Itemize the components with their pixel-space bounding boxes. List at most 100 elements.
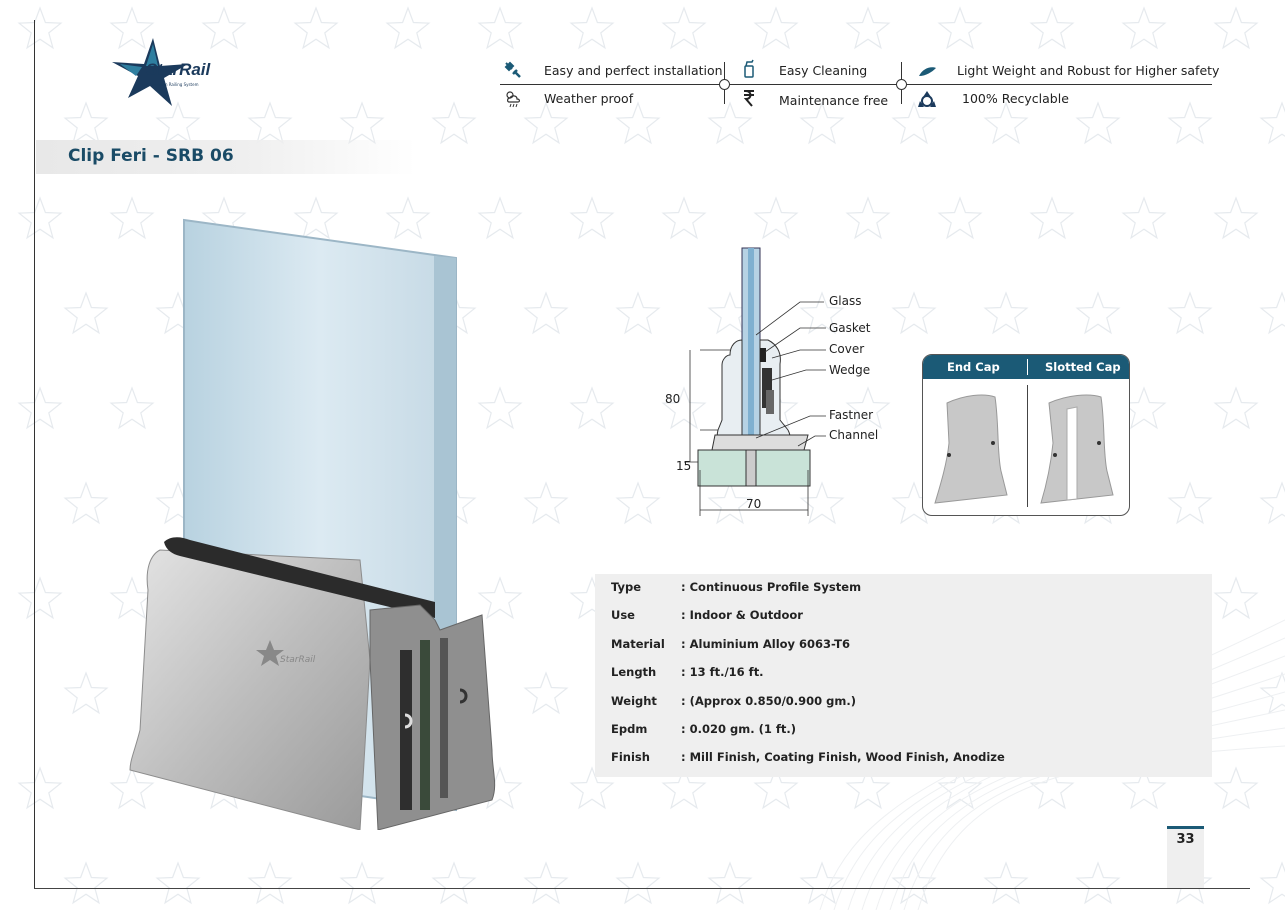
- brand-name: StarRail: [146, 60, 211, 79]
- page-number-box: [1167, 826, 1204, 888]
- spec-value: : (Approx 0.850/0.900 gm.): [681, 694, 857, 708]
- watermark-star: [1121, 6, 1167, 50]
- feather-icon: [919, 67, 936, 76]
- feature-weather-proof: Weather proof: [544, 91, 634, 106]
- watermark-star: [661, 6, 707, 50]
- watermark-star: [17, 576, 63, 620]
- spec-value: : Mill Finish, Coating Finish, Wood Fini…: [681, 750, 1005, 764]
- watermark-star: [477, 6, 523, 50]
- watermark-star: [17, 196, 63, 240]
- brand-tagline: Aluminium Railing System: [146, 82, 199, 87]
- watermark-star: [1029, 766, 1075, 810]
- watermark-star: [799, 291, 845, 335]
- watermark-star: [63, 481, 109, 525]
- watermark-star: [63, 861, 109, 905]
- watermark-star: [523, 481, 569, 525]
- watermark-star: [1167, 291, 1213, 335]
- label-fastner: Fastner: [829, 408, 874, 422]
- watermark-star: [109, 386, 155, 430]
- watermark-star: [201, 6, 247, 50]
- watermark-star: [1213, 196, 1259, 240]
- watermark-star: [615, 291, 661, 335]
- feature-divider-node: [719, 79, 730, 90]
- watermark-star: [293, 6, 339, 50]
- caps-header-divider: [1027, 359, 1028, 375]
- watermark-star: [891, 291, 937, 335]
- end-cap-label: End Cap: [947, 360, 1000, 374]
- spec-value: : Indoor & Outdoor: [681, 608, 803, 622]
- watermark-star: [891, 861, 937, 905]
- page-title: Clip Feri - SRB 06: [68, 146, 234, 166]
- watermark-star: [385, 196, 431, 240]
- page-number-accent: [1167, 826, 1204, 829]
- watermark-star: [523, 671, 569, 715]
- feature-divider-node: [896, 79, 907, 90]
- spec-key: Weight: [611, 694, 657, 708]
- watermark-star: [477, 196, 523, 240]
- caps-divider: [1027, 385, 1028, 507]
- watermark-star: [1259, 861, 1285, 905]
- watermark-star: [63, 291, 109, 335]
- watermark-star: [799, 101, 845, 145]
- watermark-star: [707, 481, 753, 525]
- watermark-star: [1213, 386, 1259, 430]
- watermark-star: [247, 861, 293, 905]
- spec-key: Type: [611, 580, 642, 594]
- watermark-star: [17, 386, 63, 430]
- spec-key: Material: [611, 637, 665, 651]
- watermark-star: [339, 861, 385, 905]
- watermark-star: [523, 291, 569, 335]
- watermark-star: [799, 481, 845, 525]
- spec-key: Use: [611, 608, 635, 622]
- cross-section-diagram: [684, 247, 826, 516]
- spec-key: Length: [611, 665, 657, 679]
- watermark-star: [615, 101, 661, 145]
- spec-value: : Continuous Profile System: [681, 580, 862, 594]
- watermark-star: [293, 196, 339, 240]
- label-cover: Cover: [829, 342, 865, 356]
- page-number: 33: [1176, 832, 1195, 847]
- left-border-line: [34, 20, 35, 888]
- label-channel: Channel: [829, 428, 879, 442]
- watermark-star: [569, 766, 615, 810]
- watermark-star: [1213, 576, 1259, 620]
- watermark-star: [569, 386, 615, 430]
- watermark-star: [1213, 6, 1259, 50]
- watermark-star: [1121, 766, 1167, 810]
- watermark-star: [155, 861, 201, 905]
- watermark-star: [799, 861, 845, 905]
- watermark-star: [983, 861, 1029, 905]
- watermark-star: [661, 766, 707, 810]
- svg-text:StarRail: StarRail: [280, 655, 316, 665]
- spec-value: : 0.020 gm. (1 ft.): [681, 722, 796, 736]
- watermark-star: [17, 766, 63, 810]
- feature-cleaning: Easy Cleaning: [779, 63, 868, 78]
- watermark-star: [1259, 101, 1285, 145]
- watermark-star: [477, 386, 523, 430]
- dimension-height: 80: [665, 392, 681, 406]
- spec-key: Epdm: [611, 722, 648, 736]
- watermark-star: [983, 291, 1029, 335]
- watermark-star: [1259, 481, 1285, 525]
- spec-value: : Aluminium Alloy 6063-T6: [681, 637, 850, 651]
- spec-value: : 13 ft./16 ft.: [681, 665, 764, 679]
- watermark-star: [753, 196, 799, 240]
- dimension-base: 15: [676, 459, 692, 473]
- spray-bottle-icon: [744, 59, 754, 78]
- watermark-star: [63, 671, 109, 715]
- title-band: [36, 140, 416, 174]
- watermark-star: [937, 766, 983, 810]
- watermark-star: [1259, 291, 1285, 335]
- watermark-star: [339, 101, 385, 145]
- watermark-star: [845, 6, 891, 50]
- watermark-star: [753, 6, 799, 50]
- star-logo-icon: [112, 38, 188, 106]
- watermark-star: [1259, 671, 1285, 715]
- watermark-star: [1029, 6, 1075, 50]
- caps-header: End Cap Slotted Cap: [923, 355, 1129, 379]
- caps-panel: End Cap Slotted Cap: [922, 354, 1130, 516]
- watermark-star: [707, 861, 753, 905]
- watermark-star: [569, 6, 615, 50]
- feature-recyclable: 100% Recyclable: [962, 91, 1069, 106]
